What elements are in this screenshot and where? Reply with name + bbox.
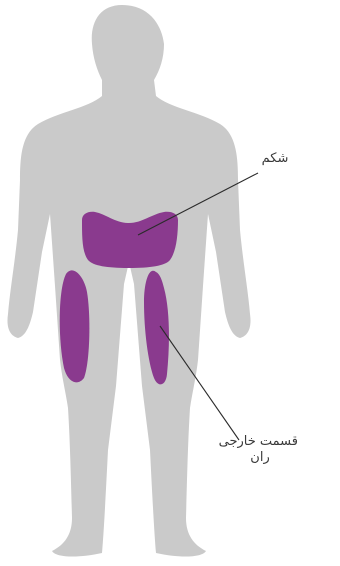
body-silhouette (7, 5, 250, 557)
outer-thigh-label-line1: قسمت خارجی (222, 434, 298, 450)
outer-thigh-area-left (60, 270, 90, 382)
outer-thigh-label: قسمت خارجی ران (222, 434, 298, 466)
abdomen-label: شکم (240, 151, 310, 167)
abdomen-label-text: شکم (262, 151, 289, 166)
outer-thigh-label-line2: ران (222, 450, 298, 466)
